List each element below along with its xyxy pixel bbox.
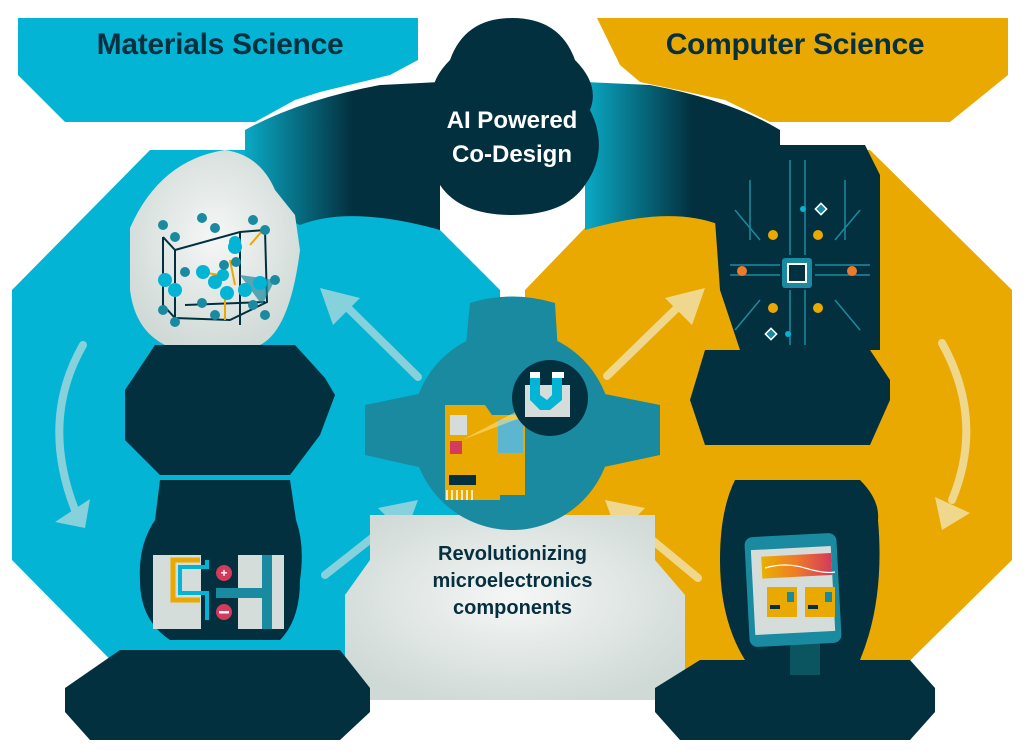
ai-codesign-line2: Co-Design — [452, 141, 572, 168]
arrowhead-lattice — [320, 288, 360, 325]
left-cycle-arrow — [55, 341, 87, 514]
crystal-lattice-node — [125, 150, 335, 475]
arrow-center-to-chip — [603, 301, 684, 380]
materials-science-banner — [18, 18, 418, 122]
positive-charge-icon — [216, 565, 232, 581]
revolutionizing-label: Revolutionizing microelectronics compone… — [380, 541, 645, 622]
device-junction-node: + — [65, 480, 370, 740]
ai-codesign-line1: AI Powered — [446, 107, 578, 134]
circuit-chip-icon — [730, 160, 870, 345]
revolutionizing-line1: Revolutionizing — [438, 543, 587, 565]
circuit-chip-node — [690, 145, 890, 445]
revolutionizing-line3: components — [453, 597, 572, 619]
arrowhead-chip — [665, 288, 705, 325]
right-cycle-arrowhead — [935, 497, 970, 530]
computer-science-banner — [597, 18, 1008, 122]
tablet-display-node — [655, 480, 935, 740]
bottom-info-box — [345, 515, 685, 700]
crystal-lattice-icon — [158, 213, 280, 327]
materials-science-title: Materials Science — [96, 28, 344, 61]
revolutionizing-line2: microelectronics — [432, 570, 593, 592]
trench-cross-section-icon — [512, 360, 588, 436]
computer-science-title: Computer Science — [665, 28, 925, 61]
ai-codesign-label: AI Powered Co-Design — [412, 104, 612, 172]
center-hub — [365, 296, 660, 530]
right-cycle-arrow — [938, 339, 971, 504]
svg-text:+: + — [220, 566, 227, 580]
device-junction-icon: + — [153, 555, 284, 629]
left-cycle-arrowhead — [55, 499, 90, 528]
tablet-display-icon — [744, 533, 842, 675]
arrow-center-to-lattice — [341, 301, 422, 381]
